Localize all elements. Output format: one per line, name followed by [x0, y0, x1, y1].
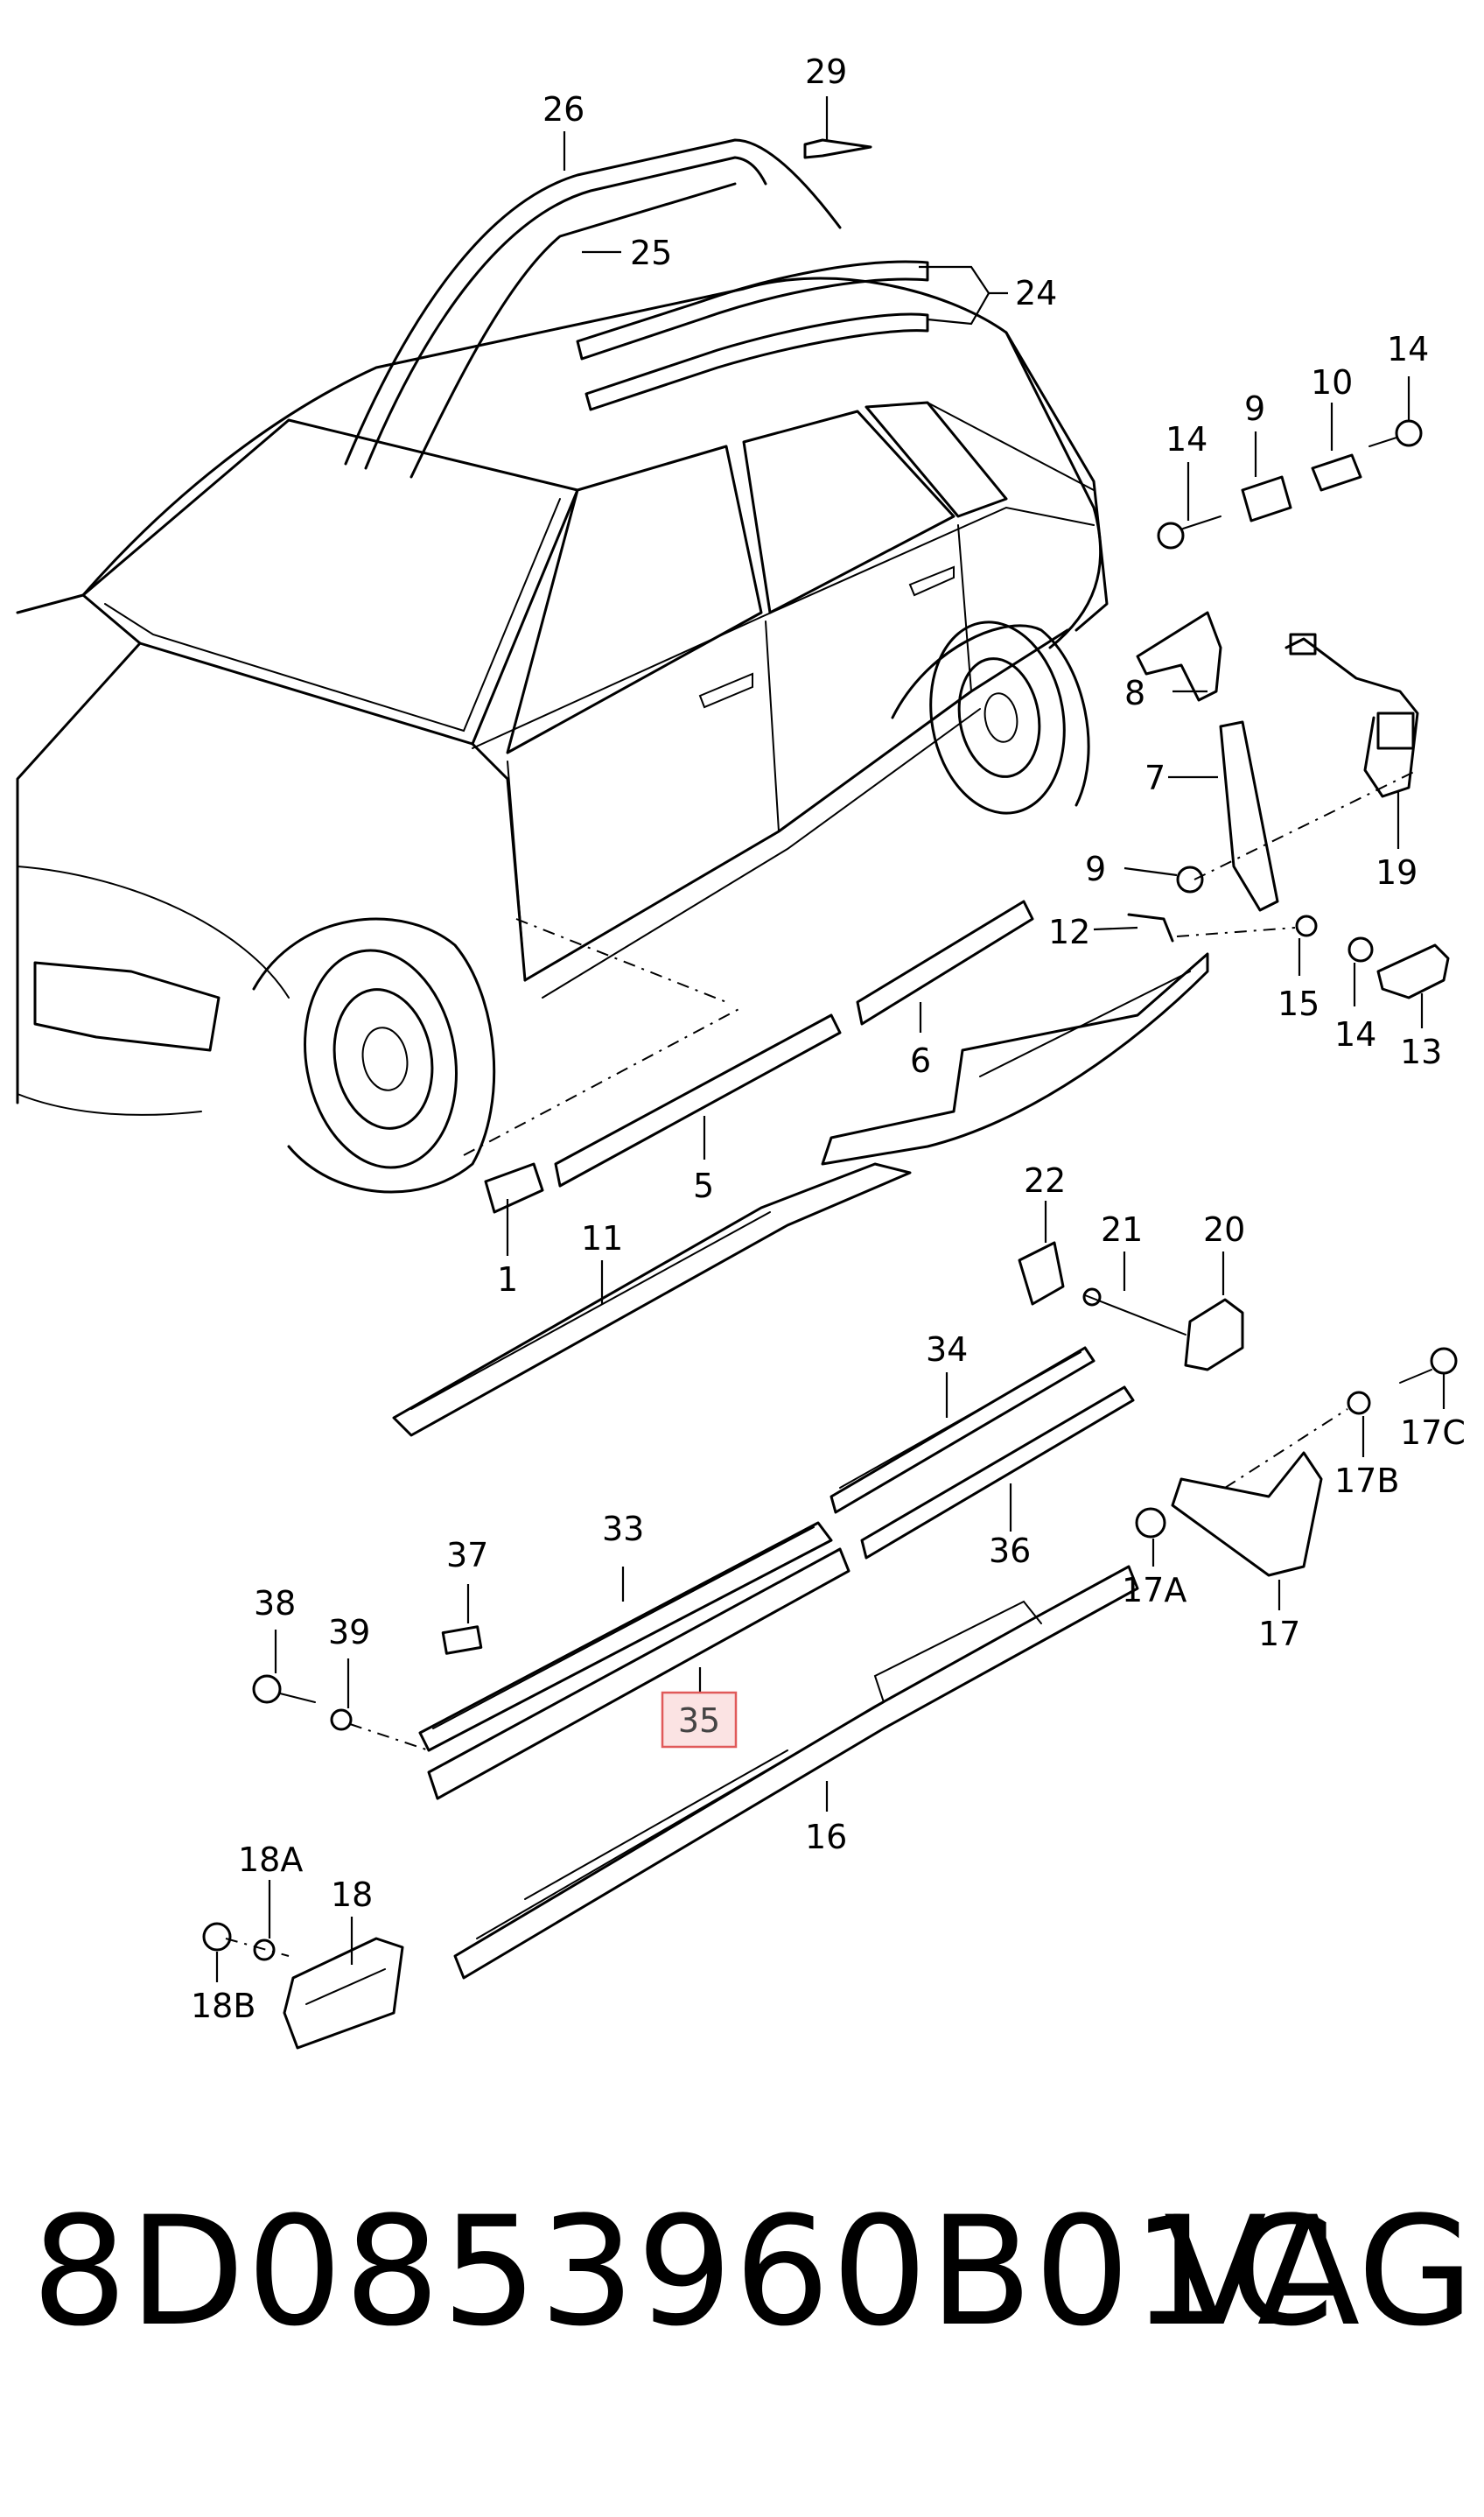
callout-labels: 1 5 6 7 8 9 9 10 11 12 13 14 14 14 15 16… [191, 53, 1466, 2025]
callout-18: 18 [331, 1875, 373, 1914]
callout-7: 7 [1144, 759, 1166, 797]
callout-9-lower: 9 [1085, 850, 1106, 888]
part-number: 8D0853960B01C [32, 2184, 1336, 2359]
assembly-lines [225, 769, 1418, 1957]
callout-14-lower: 14 [1334, 1015, 1376, 1054]
callout-38: 38 [254, 1584, 296, 1623]
callout-11: 11 [581, 1219, 623, 1258]
callout-15: 15 [1278, 985, 1320, 1023]
fasteners [202, 138, 1458, 1961]
highlight-box[interactable] [661, 1691, 738, 1749]
callout-39: 39 [328, 1613, 370, 1651]
callout-36: 36 [989, 1532, 1031, 1570]
sill-parts [283, 611, 1450, 2050]
callout-17a: 17A [1122, 1571, 1186, 1609]
footer: 8D0853960B01C VAG [0, 2197, 1484, 2389]
roof-trims [344, 138, 929, 479]
callout-29: 29 [805, 53, 847, 91]
callout-9-upper: 9 [1244, 389, 1265, 428]
highlighted-callout-35[interactable]: 35 [661, 1691, 738, 1749]
callout-33: 33 [602, 1510, 644, 1548]
callout-21: 21 [1101, 1210, 1143, 1249]
callout-24: 24 [1015, 274, 1057, 312]
callout-25: 25 [630, 234, 672, 272]
callout-1: 1 [497, 1260, 518, 1299]
callout-14-upper-left: 14 [1166, 420, 1208, 459]
callout-22: 22 [1024, 1161, 1066, 1200]
callout-6: 6 [910, 1041, 931, 1080]
callout-37: 37 [446, 1536, 488, 1574]
callout-19: 19 [1376, 853, 1418, 892]
callout-13: 13 [1400, 1033, 1442, 1071]
callout-17c: 17C [1400, 1413, 1466, 1452]
leader-lines [215, 96, 1446, 1982]
callout-5: 5 [693, 1167, 714, 1205]
callout-18b: 18B [191, 1987, 256, 2025]
callout-10: 10 [1311, 363, 1353, 402]
callout-16: 16 [805, 1818, 847, 1856]
callout-17b: 17B [1334, 1462, 1399, 1500]
callout-34: 34 [926, 1330, 968, 1369]
callout-14-upper-right: 14 [1387, 330, 1429, 368]
callout-8: 8 [1124, 674, 1145, 712]
brand-name: VAG [1164, 2184, 1474, 2359]
callout-26: 26 [542, 90, 584, 129]
callout-12: 12 [1048, 913, 1090, 951]
callout-35: 35 [678, 1701, 720, 1740]
callout-17: 17 [1258, 1615, 1300, 1653]
callout-20: 20 [1203, 1210, 1245, 1249]
car-illustration [16, 277, 1109, 1194]
callout-18a: 18A [238, 1840, 303, 1879]
